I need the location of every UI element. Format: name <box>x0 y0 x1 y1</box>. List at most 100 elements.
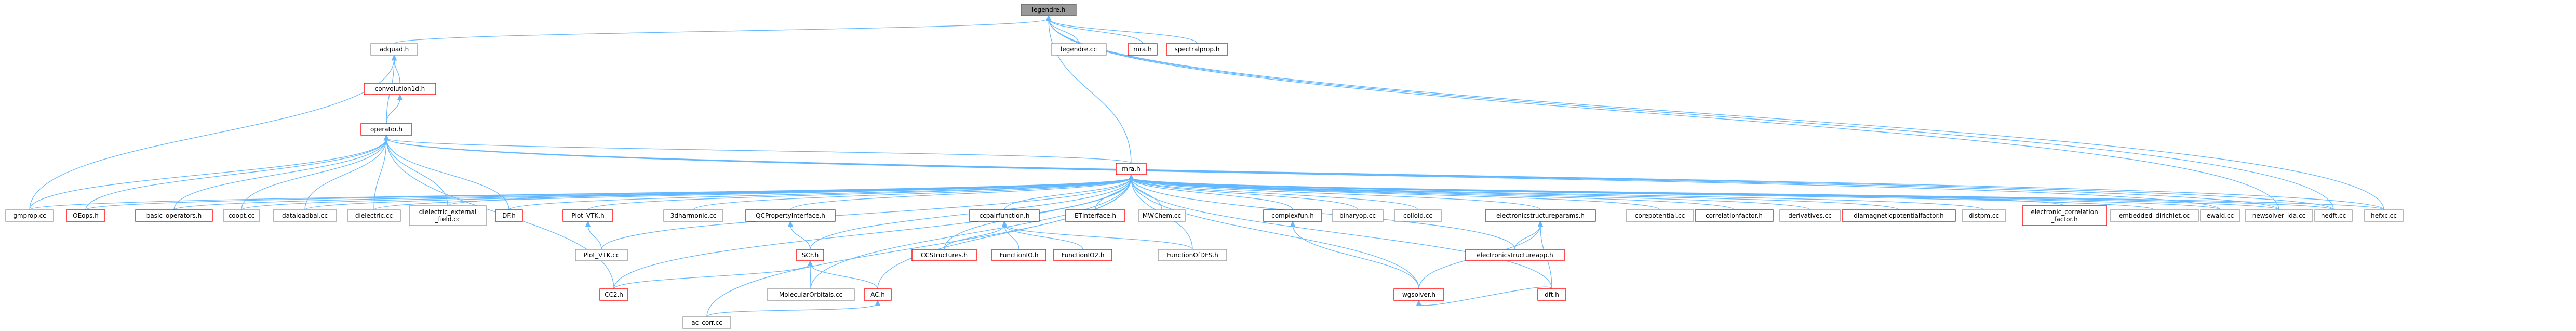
arrowhead-plot_vtk_cc-to-plot_vtk_h <box>585 220 591 227</box>
node-mra-h-top[interactable]: mra.h <box>1128 43 1158 56</box>
node-ac-corr-cc[interactable]: ac_corr.cc <box>682 316 731 329</box>
node-corepotential-cc[interactable]: corepotential.cc <box>1626 209 1694 222</box>
edge-operator_h-to-convolution1d_h <box>386 97 400 124</box>
node-ac-h[interactable]: AC.h <box>864 288 892 301</box>
edge-molecularorbitals_cc-to-mra_h <box>810 177 1132 289</box>
node-cc2-h[interactable]: CC2.h <box>599 288 628 301</box>
node-box <box>273 209 337 222</box>
arrowhead-dft_h-to-electronicstructureparams_h <box>1537 220 1544 227</box>
edge-electronicstructureapp_h-to-mra_h <box>1131 177 1515 250</box>
arrowhead-ewald_cc-to-operator_h <box>383 134 390 141</box>
node-box <box>1962 209 2006 222</box>
node-label: FunctionIO2.h <box>1061 251 1104 259</box>
node-convolution1d-h[interactable]: convolution1d.h <box>364 83 436 95</box>
arrowhead-ac_h-to-scf_h <box>807 260 813 267</box>
node-label: wgsolver.h <box>1402 291 1435 298</box>
arrowhead-wgsolver_h-to-complexfun_h <box>1290 220 1296 227</box>
node-gmprop-cc[interactable]: gmprop.cc <box>5 209 54 222</box>
node-label: derivatives.cc <box>1788 212 1832 219</box>
node-box <box>969 209 1040 222</box>
node-etinterface-h[interactable]: ETInterface.h <box>1065 209 1125 222</box>
node-functionio2-h[interactable]: FunctionIO2.h <box>1053 249 1112 261</box>
edge-dielectric_external_field_cc-to-mra_h <box>447 177 1132 206</box>
node-df-h[interactable]: DF.h <box>495 209 523 222</box>
node-box <box>562 209 613 222</box>
node-functionio-h[interactable]: FunctionIO.h <box>991 249 1046 261</box>
node-label: Plot_VTK.cc <box>583 251 619 259</box>
node-hefxc-cc[interactable]: hefxc.cc <box>2364 209 2404 222</box>
edge-dft_h-to-wgsolver_h <box>1418 286 1552 306</box>
node-newsolver-lda-cc[interactable]: newsolver_lda.cc <box>2245 209 2313 222</box>
node-label: ETInterface.h <box>1075 212 1116 219</box>
node-label: dielectric_external <box>419 208 477 216</box>
node-oepops-h[interactable]: OEops.h <box>66 209 105 222</box>
node-dielectric-external-field-cc[interactable]: dielectric_external_field.cc <box>409 205 487 226</box>
node-basic-operators-h[interactable]: basic_operators.h <box>135 209 213 222</box>
node-label: distpm.cc <box>1969 212 1999 219</box>
edge-legendre_cc-to-legendre_h <box>1048 18 1079 44</box>
edge-ac_corr_cc-to-mra_h <box>706 177 1132 317</box>
node-label: hedft.cc <box>2321 212 2346 219</box>
arrowhead-functionofdfs_h-to-ccpairfunction_h <box>1001 220 1008 227</box>
edge-functionio_h-to-ccpairfunction_h <box>1004 224 1019 250</box>
node-label: QCPropertyInterface.h <box>756 212 825 219</box>
node-hedft-cc[interactable]: hedft.cc <box>2314 209 2353 222</box>
node-box <box>2200 209 2240 222</box>
node-box <box>1116 163 1147 175</box>
node-label: embedded_dirichlet.cc <box>2119 212 2190 219</box>
node-box <box>2314 209 2353 222</box>
arrowhead-ac_corr_cc-to-ac_h <box>875 299 881 306</box>
node-diamagneticpotentialfactor-h[interactable]: diamagneticpotentialfactor.h <box>1842 209 1956 222</box>
node-3dharmonic-cc[interactable]: 3dharmonic.cc <box>663 209 723 222</box>
arrowhead-ac_corr_cc-to-mra_h <box>1128 174 1134 180</box>
node-functionofdfs-h[interactable]: FunctionOfDFS.h <box>1158 249 1227 261</box>
edge-cc2_h-to-scf_h <box>613 263 811 289</box>
edge-spectralprop_h-to-legendre_h <box>1048 18 1198 44</box>
node-embedded-dirichlet-cc[interactable]: embedded_dirichlet.cc <box>2110 209 2199 222</box>
node-binaryop-cc[interactable]: binaryop.cc <box>1332 209 1384 222</box>
node-spectralprop-h[interactable]: spectralprop.h <box>1166 43 1228 56</box>
node-wgsolver-h[interactable]: wgsolver.h <box>1393 288 1444 301</box>
node-adquad-h[interactable]: adquad.h <box>370 43 418 56</box>
node-label: legendre.h <box>1032 6 1065 14</box>
node-scf-h[interactable]: SCF.h <box>796 249 824 261</box>
node-box <box>2245 209 2313 222</box>
edge-ccstructures_h-to-ccpairfunction_h <box>944 224 1005 250</box>
dependency-edges <box>29 15 2384 317</box>
node-correlationfactor-h[interactable]: correlationfactor.h <box>1695 209 1774 222</box>
node-legendre-h[interactable]: legendre.h <box>1021 4 1077 16</box>
node-box <box>1332 209 1384 222</box>
node-mwchem-cc[interactable]: MWChem.cc <box>1138 209 1186 222</box>
node-plot-vtk-h[interactable]: Plot_VTK.h <box>562 209 613 222</box>
node-label: dielectric.cc <box>355 212 393 219</box>
node-ewald-cc[interactable]: ewald.cc <box>2200 209 2240 222</box>
node-coopt-cc[interactable]: coopt.cc <box>223 209 260 222</box>
node-ccpairfunction-h[interactable]: ccpairfunction.h <box>969 209 1040 222</box>
node-complexfun-h[interactable]: complexfun.h <box>1263 209 1322 222</box>
node-box <box>1065 209 1125 222</box>
node-legendre-cc[interactable]: legendre.cc <box>1051 43 1107 56</box>
node-label: SCF.h <box>802 251 819 259</box>
node-colloid-cc[interactable]: colloid.cc <box>1394 209 1442 222</box>
node-qcpropertyinterface-h[interactable]: QCPropertyInterface.h <box>745 209 836 222</box>
node-dataloadbal-cc[interactable]: dataloadbal.cc <box>273 209 337 222</box>
node-electronicstructureparams-h[interactable]: electronicstructureparams.h <box>1485 209 1596 222</box>
node-operator-h[interactable]: operator.h <box>360 123 412 136</box>
node-dft-h[interactable]: dft.h <box>1537 288 1566 301</box>
edge-ewald_cc-to-operator_h <box>386 138 2221 210</box>
node-electronicstructureapp-h[interactable]: electronicstructureapp.h <box>1465 249 1565 261</box>
node-distpm-cc[interactable]: distpm.cc <box>1962 209 2006 222</box>
node-mra-h[interactable]: mra.h <box>1116 163 1147 175</box>
node-derivatives-cc[interactable]: derivatives.cc <box>1779 209 1841 222</box>
node-label: mra.h <box>1122 165 1140 173</box>
node-plot-vtk-cc[interactable]: Plot_VTK.cc <box>575 249 628 261</box>
edge-complexfun_h-to-mra_h <box>1131 177 1293 210</box>
node-label: correlationfactor.h <box>1706 212 1763 219</box>
arrowhead-dft_h-to-wgsolver_h <box>1416 299 1422 306</box>
edge-mra_h-to-operator_h <box>386 138 1132 164</box>
node-electronic-correlation-factor-h[interactable]: electronic_correlation_factor.h <box>2022 205 2107 226</box>
node-ccstructures-h[interactable]: CCStructures.h <box>911 249 977 261</box>
node-molecularorbitals-cc[interactable]: MolecularOrbitals.cc <box>767 288 855 301</box>
node-dielectric-cc[interactable]: dielectric.cc <box>347 209 401 222</box>
node-box <box>1166 43 1228 56</box>
